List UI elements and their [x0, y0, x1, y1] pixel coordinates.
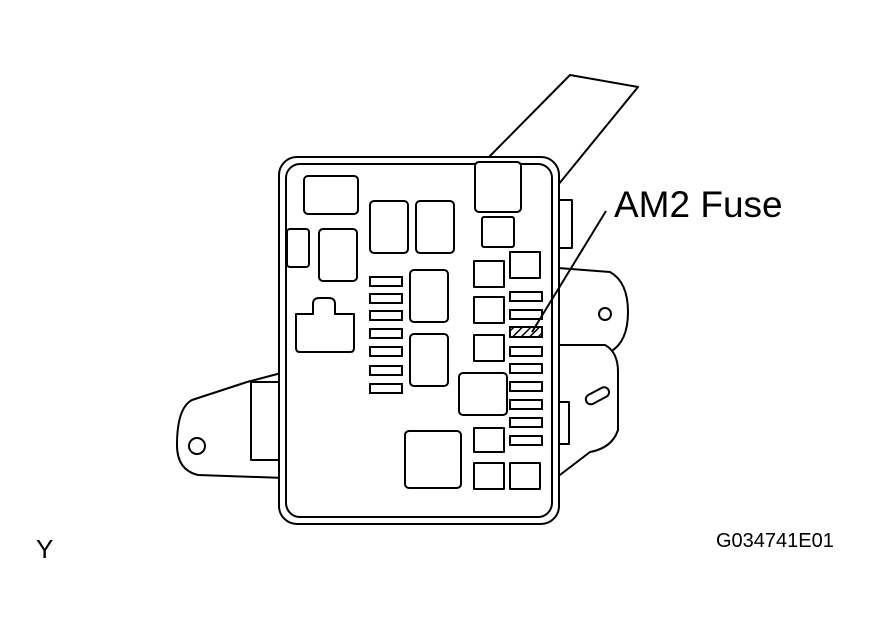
left-tab	[250, 381, 284, 461]
relay-block	[286, 228, 310, 268]
relay-block	[409, 333, 449, 387]
relay-block	[409, 269, 449, 323]
callout-leader-line	[531, 210, 607, 333]
fuse	[369, 383, 403, 394]
small-block	[473, 260, 505, 288]
lower-right-bracket	[555, 344, 619, 479]
relay-block	[474, 161, 522, 213]
fuse	[369, 276, 403, 287]
fuse	[509, 363, 543, 374]
relay-block	[481, 216, 515, 248]
relay-block	[458, 372, 508, 416]
fuse	[369, 293, 403, 304]
relay-block	[415, 200, 455, 254]
connector	[295, 297, 355, 353]
fuse	[369, 310, 403, 321]
fuse	[509, 309, 543, 320]
am2-fuse-highlighted	[509, 326, 543, 338]
relay-block	[404, 430, 462, 489]
relay-block	[369, 200, 409, 254]
slot-hole	[584, 386, 611, 406]
fuse	[369, 365, 403, 376]
small-block	[473, 427, 505, 453]
right-mounting-bracket	[557, 267, 629, 353]
fuse	[509, 346, 543, 357]
fuse	[369, 328, 403, 339]
am2-fuse-label: AM2 Fuse	[614, 184, 783, 225]
small-block	[509, 462, 541, 490]
small-block	[473, 334, 505, 362]
fuse	[509, 291, 543, 302]
relay-block	[318, 228, 358, 282]
fuse-column-right	[509, 291, 543, 446]
corner-letter: Y	[36, 534, 54, 564]
relay-block	[303, 175, 359, 215]
left-bolt-hole	[188, 437, 206, 455]
fuse	[369, 346, 403, 357]
small-block	[509, 251, 541, 279]
fuse	[509, 381, 543, 392]
fuse	[509, 417, 543, 428]
fuse	[509, 399, 543, 410]
fuse	[509, 435, 543, 446]
fuse-column-left	[369, 276, 403, 394]
small-block	[473, 296, 505, 324]
small-block	[473, 462, 505, 490]
figure-id: G034741E01	[716, 530, 834, 552]
right-bolt-hole	[598, 307, 612, 321]
